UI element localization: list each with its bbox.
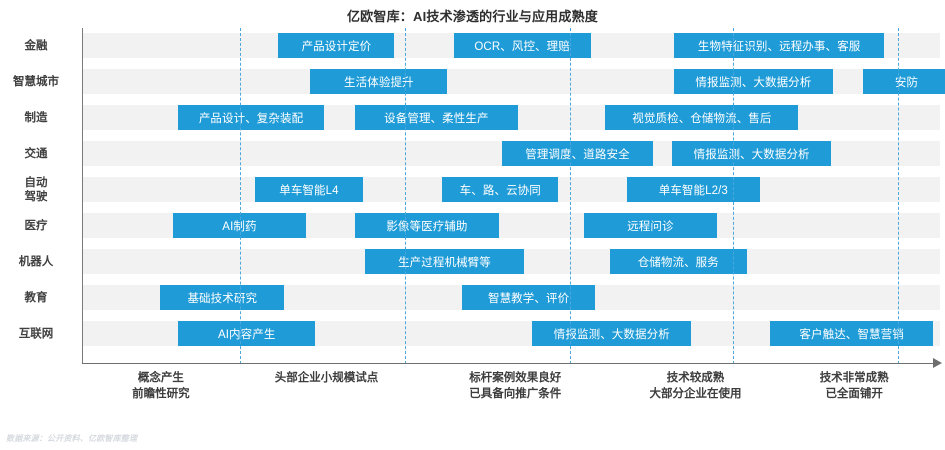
chart-bar[interactable]: 管理调度、道路安全 — [502, 141, 653, 166]
chart-bar[interactable]: 产品设计、复杂装配 — [178, 105, 324, 130]
x-stage-label-line: 技术非常成熟 — [819, 372, 889, 384]
row-label-交通: 交通 — [0, 136, 72, 172]
chart-row: 医疗 AI制药 影像等医疗辅助 远程问诊 — [0, 208, 945, 244]
row-label-机器人: 机器人 — [0, 244, 72, 280]
row-label-教育: 教育 — [0, 280, 72, 316]
row-label-金融: 金融 — [0, 28, 72, 64]
x-stage-label-line: 标杆案例效果良好 — [469, 372, 562, 384]
x-stage-label-stage-1: 概念产生前瞻性研究 — [132, 370, 190, 402]
row-label-line: 智慧城市 — [13, 76, 59, 88]
chart-plot-area: 金融 产品设计定价 OCR、风控、理赔 生物特征识别、远程办事、客服智慧城市 生活体验提… — [0, 28, 945, 368]
chart-row: 交通 管理调度、道路安全情报监测、大数据分析 — [0, 136, 945, 172]
source-note: 数据来源：公开资料、亿欧智库整理 — [6, 434, 138, 443]
chart-bar[interactable]: 情报监测、大数据分析 — [674, 69, 833, 94]
x-axis-stage-labels: 概念产生前瞻性研究 头部企业小规模试点 标杆案例效果良好已具备向推广条件 技术较成熟大… — [0, 370, 945, 410]
x-stage-label-stage-4: 技术较成熟大部分企业在使用 — [649, 370, 741, 402]
x-stage-label-line: 头部企业小规模试点 — [274, 372, 379, 384]
chart-row: 制造 产品设计、复杂装配 设备管理、柔性生产 视觉质检、仓储物流、售后 — [0, 100, 945, 136]
row-label-line: 医疗 — [24, 220, 48, 232]
chart-bar[interactable]: 生物特征识别、远程办事、客服 — [674, 33, 885, 58]
chart-row: 教育 基础技术研究 智慧教学、评价 — [0, 280, 945, 316]
x-stage-label-line: 大部分企业在使用 — [649, 388, 742, 400]
chart-row: 智慧城市 生活体验提升 情报监测、大数据分析 安防 — [0, 64, 945, 100]
row-label-line: 机器人 — [18, 256, 54, 268]
row-label-智慧城市: 智慧城市 — [0, 64, 72, 100]
page-title: 亿欧智库：AI技术渗透的行业与应用成熟度 — [346, 9, 598, 24]
gridline-4 — [733, 28, 735, 364]
chart-row: 机器人 生产过程机械臂等 仓储物流、服务 — [0, 244, 945, 280]
row-label-line: 教育 — [24, 292, 48, 304]
x-stage-label-stage-3: 标杆案例效果良好已具备向推广条件 — [469, 370, 561, 402]
chart-bar[interactable]: 智慧教学、评价 — [462, 285, 596, 310]
x-axis-line — [82, 363, 937, 364]
chart-bar[interactable]: 生活体验提升 — [310, 69, 448, 94]
x-stage-label-line: 已具备向推广条件 — [469, 388, 562, 400]
row-label-line: 驾驶 — [24, 191, 48, 203]
y-axis-line — [82, 28, 83, 364]
x-stage-label-line: 已全面铺开 — [825, 388, 883, 400]
x-stage-label-stage-5: 技术非常成熟已全面铺开 — [820, 370, 889, 402]
chart-bar[interactable]: AI制药 — [172, 213, 306, 238]
row-label-line: 互联网 — [18, 328, 54, 340]
gridline-1 — [239, 28, 241, 364]
chart-bar[interactable]: 产品设计定价 — [278, 33, 395, 58]
chart-bar[interactable]: 安防 — [862, 69, 945, 94]
x-stage-label-line: 概念产生 — [137, 372, 184, 384]
chart-bar[interactable]: 影像等医疗辅助 — [354, 213, 499, 238]
gridline-5 — [897, 28, 899, 364]
chart-bar[interactable]: 基础技术研究 — [160, 285, 285, 310]
chart-bar[interactable]: 情报监测、大数据分析 — [672, 141, 832, 166]
gridline-3 — [570, 28, 572, 364]
x-stage-label-line: 技术较成熟 — [666, 372, 725, 384]
chart-bar[interactable]: 设备管理、柔性生产 — [354, 105, 518, 130]
chart-bar[interactable]: 情报监测、大数据分析 — [532, 321, 692, 346]
chart-row: 自动驾驶 单车智能L4 车、路、云协同 单车智能L2/3 — [0, 172, 945, 208]
chart-bar[interactable]: AI内容产生 — [178, 321, 316, 346]
row-label-line: 制造 — [24, 112, 48, 124]
chart-bar[interactable]: 生产过程机械臂等 — [365, 249, 524, 274]
chart-bar[interactable]: 远程问诊 — [583, 213, 717, 238]
chart-bar[interactable]: 视觉质检、仓储物流、售后 — [605, 105, 799, 130]
chart-bar[interactable]: 仓储物流、服务 — [609, 249, 747, 274]
chart-bar[interactable]: 车、路、云协同 — [442, 177, 559, 202]
chart-row: 互联网 AI内容产生 情报监测、大数据分析 客户触达、智慧营销 — [0, 316, 945, 352]
x-stage-label-stage-2: 头部企业小规模试点 — [275, 370, 379, 386]
row-label-互联网: 互联网 — [0, 316, 72, 352]
row-label-line: 交通 — [24, 148, 48, 160]
row-label-医疗: 医疗 — [0, 208, 72, 244]
chart-bar[interactable]: 单车智能L2/3 — [626, 177, 760, 202]
row-label-line: 自动 — [24, 177, 48, 189]
chart-bar[interactable]: OCR、风控、理赔 — [453, 33, 591, 58]
gridline-2 — [404, 28, 406, 364]
chart-row: 金融 产品设计定价 OCR、风控、理赔 生物特征识别、远程办事、客服 — [0, 28, 945, 64]
x-stage-label-line: 前瞻性研究 — [132, 388, 190, 400]
row-label-制造: 制造 — [0, 100, 72, 136]
chart-bar[interactable]: 单车智能L4 — [255, 177, 363, 202]
row-label-line: 金融 — [24, 40, 48, 52]
chart-bar[interactable]: 客户触达、智慧营销 — [770, 321, 934, 346]
x-axis-arrow-icon — [933, 358, 942, 368]
row-label-自动驾驶: 自动驾驶 — [0, 172, 72, 208]
